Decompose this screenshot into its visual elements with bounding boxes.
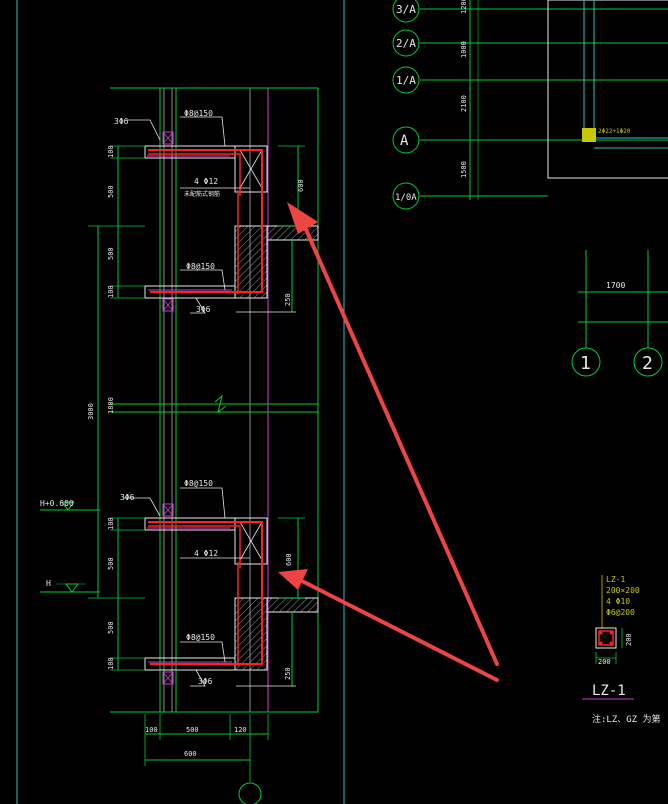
beam-label: 2Φ22+1Φ20 — [598, 128, 631, 135]
row-dim-2100: 2100 — [460, 95, 468, 112]
arrow-upper-head — [287, 202, 318, 234]
label-upper-top-rebar: Φ8@150 — [184, 109, 213, 118]
column-marker — [582, 128, 596, 142]
dim-100-a: 100 — [107, 145, 115, 158]
dim-600-a: 600 — [297, 179, 305, 192]
section-detail: 3Φ6 Φ8@150 4 Φ12 未配筋式钢筋 Φ8@150 3Φ6 3Φ6 Φ… — [40, 87, 319, 804]
arrow-upper — [302, 223, 499, 666]
plan-view: 2Φ22+1Φ20 3/A 2/A 1/A A 1/0A 1200 1000 2… — [392, 0, 668, 377]
dim-bottom-100: 100 — [145, 726, 158, 734]
column-main-rebar: 4 Φ10 — [606, 597, 630, 606]
dim-bottom-120: 120 — [234, 726, 247, 734]
column-detail: LZ-1 200×200 4 Φ10 Φ6@200 200 200 LZ-1 注… — [582, 575, 661, 725]
axis-label-1: 1 — [580, 353, 591, 374]
axis-bubble-1 — [571, 347, 601, 377]
label-upper-mid-3phi6: 3Φ6 — [196, 305, 211, 314]
axis-bubble-10A — [392, 182, 420, 210]
axis-label-2: 2 — [642, 353, 653, 374]
dim-500-d: 500 — [107, 621, 115, 634]
axis-label-10A: 1/0A — [395, 193, 417, 203]
axis-label-A: A — [400, 133, 409, 149]
dim-500-c: 500 — [107, 557, 115, 570]
col-dim-1700: 1700 — [606, 281, 625, 290]
column-name: LZ-1 — [606, 575, 625, 584]
lower-unit — [124, 487, 319, 687]
dim-100-d: 100 — [107, 657, 115, 670]
dim-600-b: 600 — [285, 553, 293, 566]
label-lower-3phi6: 3Φ6 — [120, 493, 135, 502]
annotation-arrows — [278, 202, 499, 682]
label-upper-3phi6: 3Φ6 — [114, 117, 129, 126]
arrow-lower — [298, 578, 499, 682]
label-upper-main-rebar: 4 Φ12 — [194, 177, 218, 186]
dim-250-b: 250 — [284, 667, 292, 680]
axis-label-2A: 2/A — [396, 37, 416, 50]
elevation-label-h600: H+0.600 — [40, 499, 74, 508]
label-lower-top-rebar: Φ8@150 — [184, 479, 213, 488]
label-upper-note: 未配筋式钢筋 — [184, 190, 220, 198]
dim-1800: 1800 — [107, 397, 115, 414]
dim-bottom-600: 600 — [184, 750, 197, 758]
column-width-dim: 200 — [598, 658, 611, 666]
axis-bubble-A — [392, 126, 420, 154]
dim-500-b: 500 — [107, 247, 115, 260]
column-size: 200×200 — [606, 586, 640, 595]
label-lower-main-rebar: 4 Φ12 — [194, 549, 218, 558]
label-lower-bottom-3phi6: 3Φ6 — [198, 677, 213, 686]
row-dim-1000: 1000 — [460, 41, 468, 58]
dim-500-a: 500 — [107, 185, 115, 198]
column-stirrup: Φ6@200 — [606, 608, 635, 617]
dim-100-c: 100 — [107, 517, 115, 530]
row-dim-1500: 1500 — [460, 161, 468, 178]
column-title: LZ-1 — [592, 683, 626, 699]
column-note: 注:LZ、GZ 为第 — [592, 713, 661, 725]
axis-bubble-2A — [392, 29, 420, 57]
elevation-label-h: H — [46, 579, 51, 588]
label-upper-mid-rebar: Φ8@150 — [186, 262, 215, 271]
dim-250-a: 250 — [284, 293, 292, 306]
dim-bottom-500: 500 — [186, 726, 199, 734]
column-height-dim: 200 — [625, 633, 633, 646]
axis-label-1A: 1/A — [396, 74, 416, 87]
axis-bubble-1A — [392, 66, 420, 94]
column-section — [595, 627, 617, 649]
axis-bubble-2 — [633, 347, 663, 377]
upper-unit — [126, 116, 319, 314]
axis-label-3A: 3/A — [396, 3, 416, 16]
dim-100-b: 100 — [107, 285, 115, 298]
label-lower-bottom-rebar: Φ8@150 — [186, 633, 215, 642]
dim-3000: 3000 — [87, 403, 95, 420]
arrow-lower-head — [278, 569, 308, 590]
axis-bubble-3A — [392, 0, 420, 23]
axis-bubble-bottom — [238, 782, 262, 804]
row-dim-1200: 1200 — [460, 0, 468, 14]
